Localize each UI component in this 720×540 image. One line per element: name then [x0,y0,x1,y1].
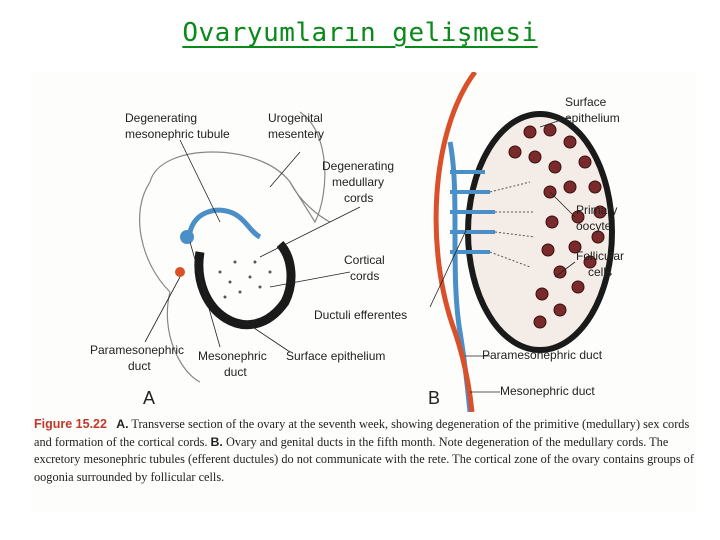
label-surface-b-1: Surface [565,95,607,109]
label-degenerating-tubule-2: mesonephric tubule [125,127,230,141]
label-surface-a: Surface epithelium [286,349,385,363]
label-cortical-1: Cortical [344,253,385,267]
slide-title: Ovaryumların gelişmesi [182,18,538,48]
label-medullary-2: medullary [332,175,384,189]
caption-a-text: Transverse section of the ovary at the s… [34,417,690,449]
label-surface-b-2: epithelium [565,111,620,125]
label-paramesonephric-a-2: duct [128,359,151,373]
label-urogenital-1: Urogenital [268,111,323,125]
caption-a-label: A. [116,417,129,431]
figure-number: Figure 15.22 [34,417,107,431]
label-urogenital-2: mesentery [268,127,324,141]
label-medullary-3: cords [344,191,373,205]
ovary-diagram: Degenerating mesonephric tubule Urogenit… [90,72,624,412]
label-primary-2: oocyte [576,219,612,233]
label-ductuli: Ductuli efferentes [314,308,407,322]
label-cortical-2: cords [350,269,379,283]
panel-a-label: A [143,388,155,408]
figure-caption: Figure 15.22 A. Transverse section of th… [34,416,694,486]
label-mesonephric-a-1: Mesonephric [198,349,267,363]
caption-b-label: B. [210,434,223,449]
label-paramesonephric-b: Paramesonephric duct [482,348,603,362]
label-paramesonephric-a-1: Paramesonephric [90,343,184,357]
label-follicular-2: cells [588,265,612,279]
label-mesonephric-b: Mesonephric duct [500,384,595,398]
label-medullary-1: Degenerating [322,159,394,173]
label-mesonephric-a-2: duct [224,365,247,379]
embryology-figure: Degenerating mesonephric tubule Urogenit… [30,72,696,512]
caption-b-text: Ovary and genital ducts in the fifth mon… [34,434,694,484]
label-follicular-1: Follicular [576,249,624,263]
label-primary-1: Primary [576,203,617,217]
panel-b-label: B [428,388,440,408]
label-degenerating-tubule-1: Degenerating [125,111,197,125]
